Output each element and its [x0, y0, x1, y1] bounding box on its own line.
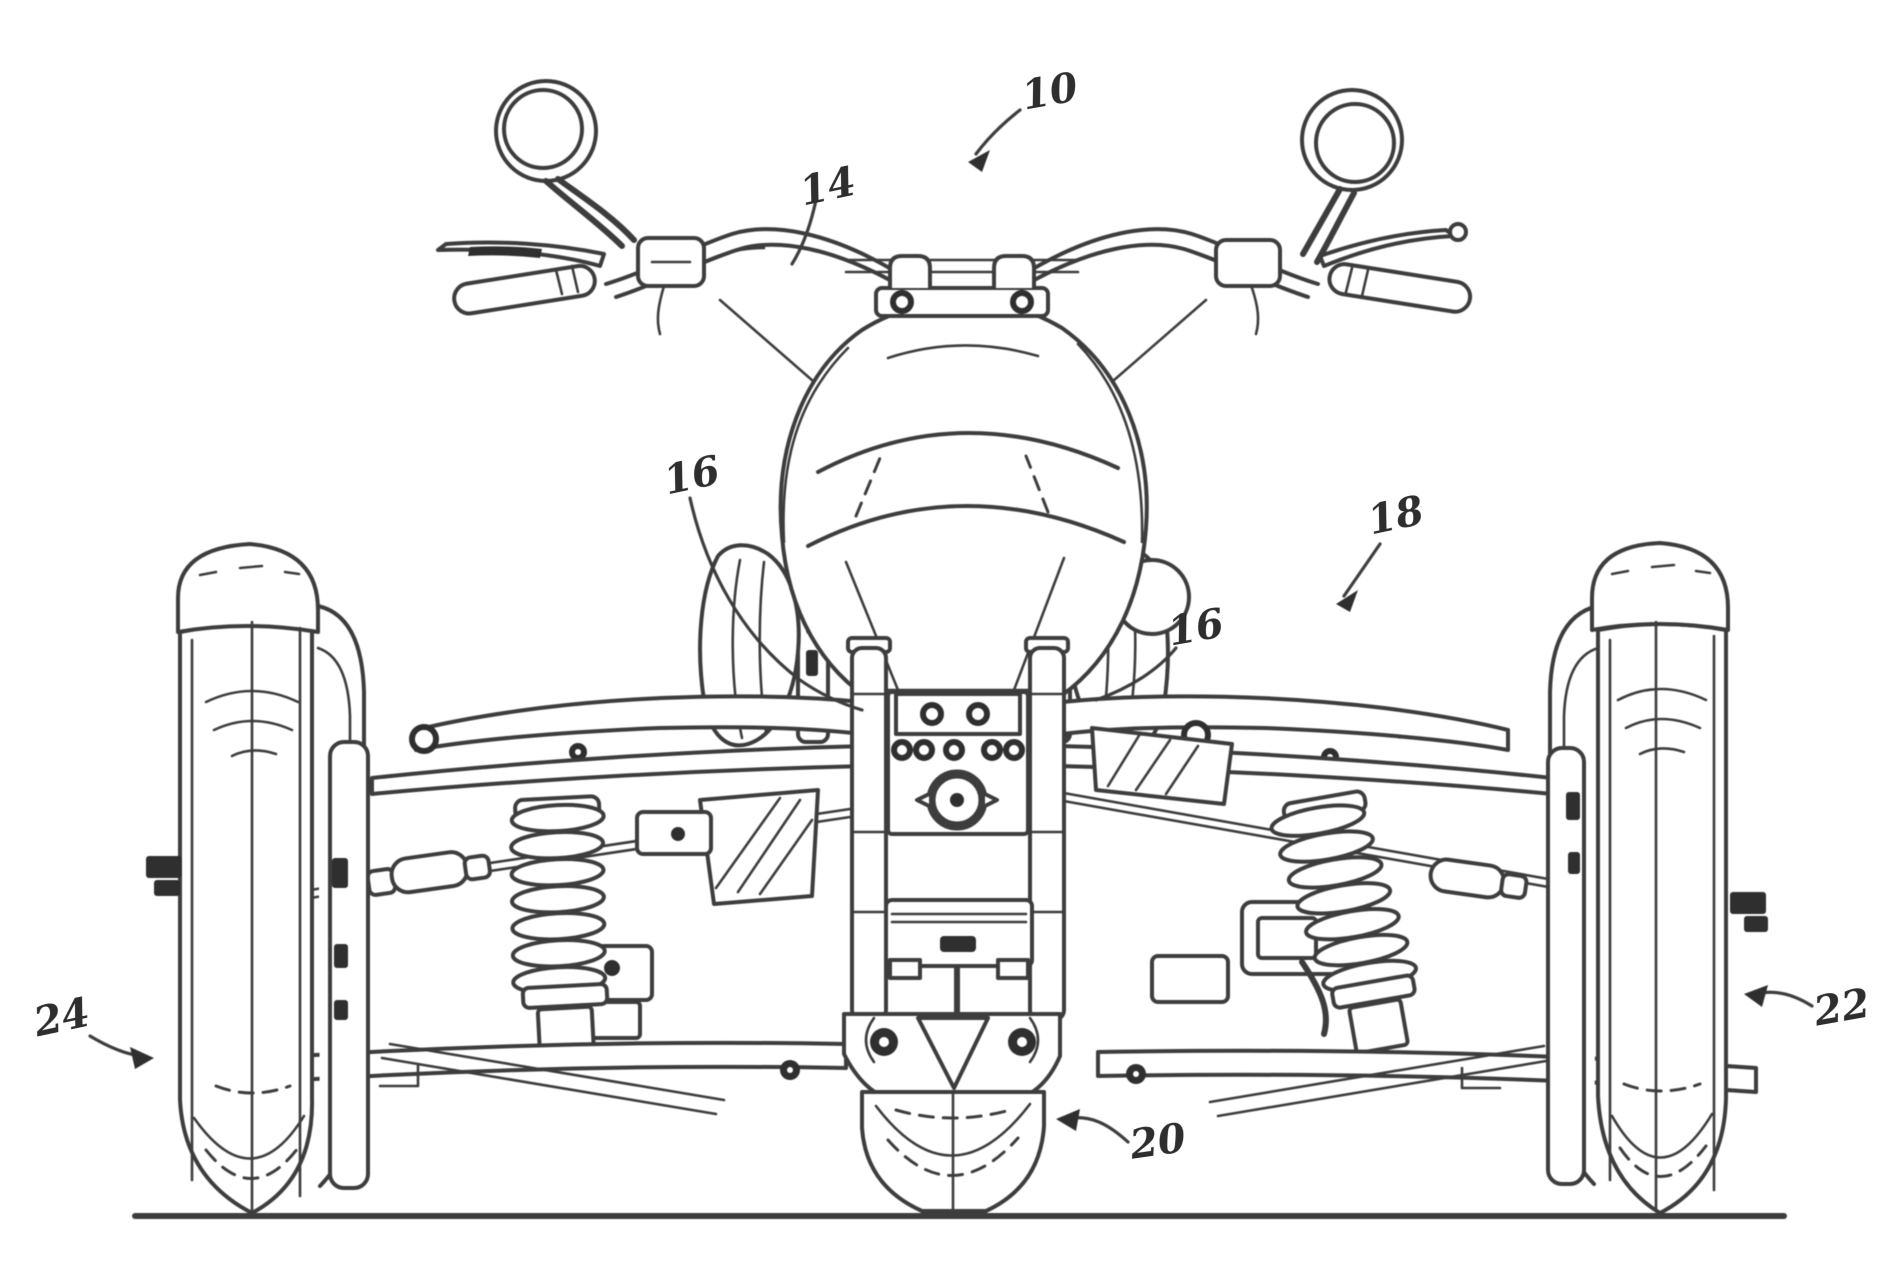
left-coil-spring	[509, 794, 610, 1056]
ref-label-20: 20	[1127, 1114, 1189, 1169]
left-front-wheel	[146, 542, 370, 1215]
leader-14	[790, 198, 818, 266]
right-hatched-bracket	[1090, 726, 1234, 806]
leader-16a	[688, 496, 864, 712]
left-axle-stub	[146, 856, 182, 878]
ref-label-22: 22	[1810, 979, 1874, 1036]
right-mirror	[1300, 88, 1404, 265]
arrowhead-10	[968, 150, 990, 172]
arrowhead-20	[1056, 1109, 1080, 1131]
left-switch-pod	[636, 236, 766, 336]
ref-label-10: 10	[1018, 63, 1082, 120]
right-brake-lever	[1318, 222, 1468, 268]
ref-label-16-right: 16	[1164, 599, 1228, 656]
leader-18	[1342, 542, 1382, 598]
left-lower-arm	[370, 744, 868, 796]
right-coil-spring	[1269, 789, 1418, 1055]
windscreen-upper-edge	[816, 431, 1120, 474]
center-wheel	[842, 1012, 1062, 1214]
right-grip	[1327, 262, 1473, 314]
left-grip	[452, 263, 597, 316]
handlebar-assembly	[436, 79, 1473, 410]
leader-16b	[1094, 646, 1178, 702]
reference-leaders	[88, 108, 1814, 1144]
arrowhead-24	[130, 1047, 154, 1069]
windscreen-lower-edge	[806, 504, 1126, 548]
left-upper-arm	[414, 694, 864, 752]
left-brake-lever	[436, 240, 606, 268]
right-front-wheel	[1546, 541, 1768, 1215]
arrowhead-18	[1336, 590, 1358, 612]
right-axle-stub	[1730, 892, 1766, 914]
bar-clamp	[874, 286, 1050, 318]
left-hatched-bracket	[635, 788, 820, 906]
leader-10	[974, 108, 1022, 156]
steering-stem	[846, 636, 1070, 1022]
left-tire-cap	[176, 542, 320, 634]
left-mirror	[494, 79, 637, 249]
left-hub-plate	[328, 740, 370, 1190]
right-tire-cap	[1590, 541, 1730, 632]
suspension-frame	[206, 694, 1758, 1118]
headlight-cowl	[778, 254, 1149, 738]
right-switch-pod	[1214, 238, 1282, 336]
leader-20	[1068, 1116, 1130, 1144]
arrowhead-22	[1744, 985, 1768, 1007]
